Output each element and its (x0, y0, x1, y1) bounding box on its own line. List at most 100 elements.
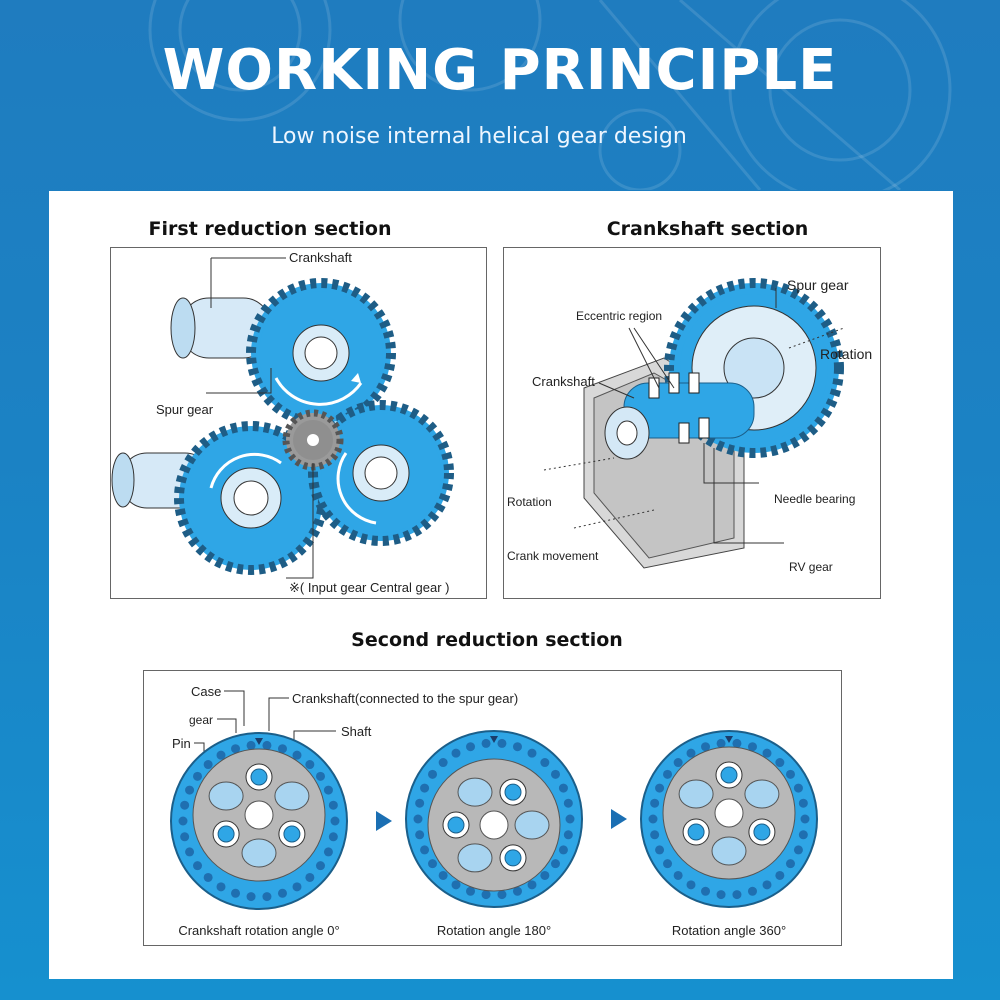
second-reduction-title: Second reduction section (351, 629, 623, 651)
pin-dot (540, 758, 550, 768)
pin-dot (292, 750, 302, 760)
center-hole-shape (714, 798, 744, 828)
pin-dot (193, 771, 203, 781)
pin-dot (466, 742, 476, 752)
pin-dot (262, 892, 272, 902)
shaft-hole-shape (711, 836, 747, 866)
label-crank-movement: Crank movement (507, 549, 599, 563)
label-cs-crankshaft: Crankshaft (532, 374, 595, 389)
shaft-hole-shape (274, 781, 310, 811)
pin-dot (686, 748, 696, 758)
pin-dot (798, 830, 808, 840)
label-shaft: Shaft (341, 724, 372, 739)
pin-dot (563, 798, 573, 808)
pin-dot (673, 758, 683, 768)
shaft-hole-shape (514, 810, 550, 840)
pin-dot (663, 769, 673, 779)
crankshaft-dot (753, 823, 771, 841)
pin-dot (655, 845, 665, 855)
pin-dot (701, 742, 711, 752)
label-needle-bearing: Needle bearing (774, 492, 855, 506)
pin-dot (747, 886, 757, 896)
pin-dot (663, 859, 673, 869)
pin-dot (178, 816, 188, 826)
rotation-stage-2: Rotation angle 360° (640, 730, 818, 938)
pin-dot (512, 742, 522, 752)
pin-dot (305, 760, 315, 770)
pin-dot (428, 769, 438, 779)
label-cs-rotation-right: Rotation (820, 346, 872, 362)
first-reduction-title: First reduction section (148, 218, 392, 240)
pin-dot (497, 890, 507, 900)
stage-caption: Crankshaft rotation angle 0° (178, 923, 339, 938)
pin-dot (800, 814, 810, 824)
pin-dot (216, 882, 226, 892)
label-pin: Pin (172, 736, 191, 751)
pin-dot (701, 886, 711, 896)
pin-dot (451, 748, 461, 758)
pin-dot (415, 830, 425, 840)
pin-dot (328, 800, 338, 810)
shaft-hole-shape (457, 843, 493, 873)
center-hole-shape (479, 810, 509, 840)
pin-dot (305, 872, 315, 882)
label-case: Case (191, 684, 221, 699)
pin-dot (655, 783, 665, 793)
shaft-hole-shape (241, 838, 277, 868)
pin-dot (497, 738, 507, 748)
pin-dot (231, 888, 241, 898)
crankshaft-dot (217, 825, 235, 843)
top-marker-icon (255, 738, 263, 745)
stage-caption: Rotation angle 360° (672, 923, 786, 938)
shaft-hole-shape (744, 779, 780, 809)
pin-dot (466, 886, 476, 896)
pin-dot (650, 798, 660, 808)
pin-dot (185, 847, 195, 857)
pin-dot (420, 783, 430, 793)
pin-dot (481, 890, 491, 900)
pin-dot (540, 870, 550, 880)
pin-dot (512, 886, 522, 896)
pin-dot (180, 832, 190, 842)
pin-dot (732, 738, 742, 748)
pin-dot (277, 888, 287, 898)
pin-dot (650, 830, 660, 840)
pin-dot (246, 892, 256, 902)
pin-dot (203, 872, 213, 882)
first-reduction-illustration: Crankshaft Spur gear ※( Input gear Centr… (111, 250, 454, 595)
label-crankshaft: Crankshaft (289, 250, 352, 265)
label-cs-spur-gear: Spur gear (787, 277, 849, 293)
pin-dot (716, 890, 726, 900)
pin-dot (785, 769, 795, 779)
pin-dot (413, 814, 423, 824)
pin-dot (716, 738, 726, 748)
pin-dot (415, 798, 425, 808)
crankshaft-dot (504, 783, 522, 801)
first-reduction-diagram: Crankshaft Spur gear ※( Input gear Centr… (110, 247, 487, 599)
pin-dot (762, 748, 772, 758)
rotation-stage-1: Rotation angle 180° (405, 730, 583, 938)
pin-dot (686, 880, 696, 890)
crankshaft-dot (250, 768, 268, 786)
pin-dot (246, 740, 256, 750)
pin-dot (481, 738, 491, 748)
pin-dot (262, 740, 272, 750)
pin-dot (193, 861, 203, 871)
pin-dot (762, 880, 772, 890)
lower-left-spur-gear-icon (174, 421, 328, 575)
label-crankshaft-connected: Crankshaft(connected to the spur gear) (292, 691, 518, 706)
pin-dot (203, 760, 213, 770)
pin-dot (231, 744, 241, 754)
pin-dot (277, 744, 287, 754)
pin-dot (438, 758, 448, 768)
pin-dot (673, 870, 683, 880)
pin-dot (216, 750, 226, 760)
stage-arrow-icon (376, 811, 392, 831)
pin-dot (793, 845, 803, 855)
pin-dot (527, 748, 537, 758)
shaft-hole-shape (678, 779, 714, 809)
pin-dot (785, 859, 795, 869)
crankshaft-dot (283, 825, 301, 843)
rotation-stage-0: Crankshaft rotation angle 0° (170, 732, 348, 938)
label-input-gear: ※( Input gear Central gear ) (289, 580, 449, 595)
